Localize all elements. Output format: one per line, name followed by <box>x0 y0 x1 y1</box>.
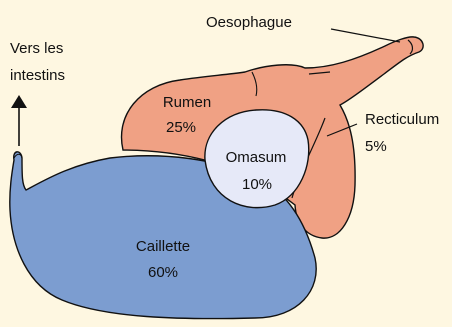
rumen-percentage: 25% <box>166 119 196 136</box>
up-arrow-icon <box>11 95 27 146</box>
omasum-label: Omasum <box>226 149 287 166</box>
oesophagus-label: Oesophague <box>206 14 292 31</box>
caillette-percentage: 60% <box>148 264 178 281</box>
reticulum-percentage: 5% <box>365 138 387 155</box>
rumen-label: Rumen <box>163 94 211 111</box>
omasum-percentage: 10% <box>242 176 272 193</box>
intestines-label-line2: intestins <box>10 67 65 84</box>
intestines-label-line1: Vers les <box>10 40 63 57</box>
oesophagus-leader-line <box>331 29 400 42</box>
caillette-label: Caillette <box>136 238 190 255</box>
reticulum-label: Recticulum <box>365 111 439 128</box>
